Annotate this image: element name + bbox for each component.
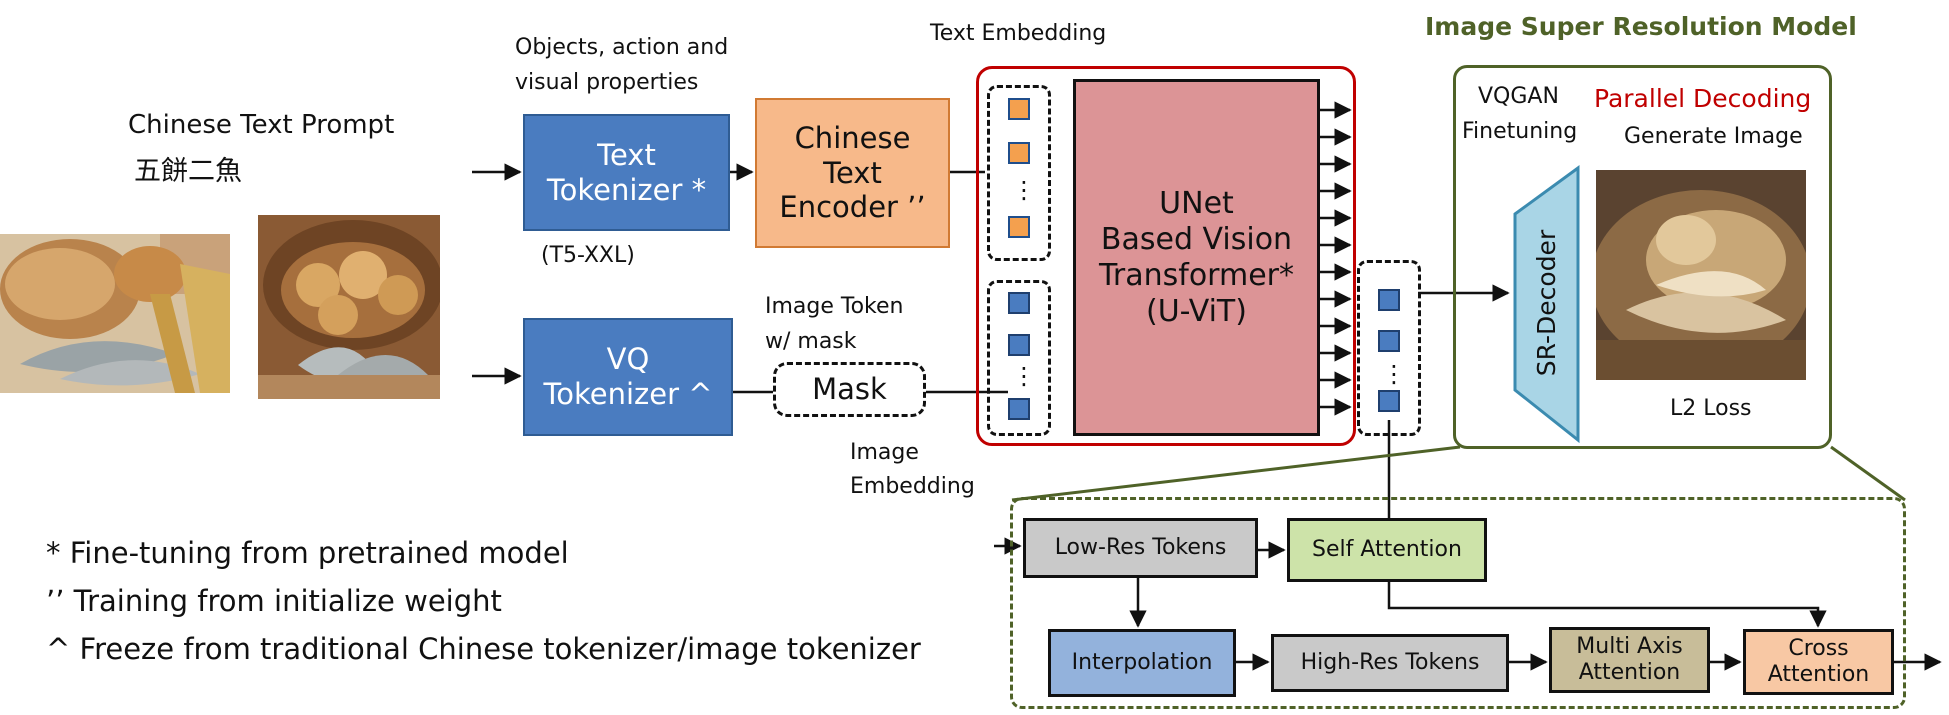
output-token <box>1378 289 1400 311</box>
high-res-tokens-box: High-Res Tokens <box>1271 634 1509 692</box>
image-token-caption-line1: Image Token <box>765 294 904 319</box>
unet-transformer-box: UNet Based Vision Transformer* (U-ViT) <box>1073 79 1320 436</box>
image-token-ellipsis: ⋮ <box>1012 362 1036 390</box>
output-tokens <box>1357 260 1421 436</box>
t5-caption: (T5-XXL) <box>541 243 635 268</box>
generated-image <box>1596 170 1806 380</box>
low-res-tokens-box: Low-Res Tokens <box>1023 518 1258 578</box>
sr-model-title: Image Super Resolution Model <box>1425 12 1857 41</box>
parallel-decoding-caption: Parallel Decoding <box>1594 84 1812 113</box>
unet-frame <box>976 66 1356 446</box>
generate-image-caption: Generate Image <box>1624 124 1803 149</box>
text-token <box>1008 98 1030 120</box>
objects-caption-line1: Objects, action and <box>515 35 729 60</box>
multi-axis-attention-box: Multi Axis Attention <box>1549 627 1710 693</box>
arrow-self-attention-to-cross <box>1387 582 1827 628</box>
image-embedding-caption-line2: Embedding <box>850 474 975 499</box>
image-token <box>1008 292 1030 314</box>
legend-training: ’’ Training from initialize weight <box>46 584 502 618</box>
zoom-line-left <box>1011 445 1461 502</box>
chinese-prompt-text: 五餅二魚 <box>134 156 242 187</box>
zoom-line-right <box>1830 445 1906 502</box>
text-embedding-tokens <box>987 85 1051 261</box>
mask-box: Mask <box>773 362 926 417</box>
legend-freeze: ^ Freeze from traditional Chinese tokeni… <box>46 632 921 666</box>
sr-decoder-label: SR-Decoder <box>1532 229 1561 377</box>
text-token <box>1008 142 1030 164</box>
chinese-text-encoder-box: Chinese Text Encoder ’’ <box>755 98 950 248</box>
image-token <box>1008 398 1030 420</box>
objects-caption-line2: visual properties <box>515 70 699 95</box>
vqgan-caption-line2: Finetuning <box>1462 119 1578 144</box>
l2-loss-caption: L2 Loss <box>1670 396 1752 421</box>
image-embedding-tokens <box>987 280 1051 436</box>
output-token <box>1378 390 1400 412</box>
output-token-ellipsis: ⋮ <box>1382 360 1406 388</box>
chinese-prompt-title: Chinese Text Prompt <box>128 110 395 140</box>
image-embedding-caption-line1: Image <box>850 440 919 465</box>
sr-model-frame <box>1453 65 1832 449</box>
text-token-ellipsis: ⋮ <box>1012 176 1036 204</box>
output-token <box>1378 330 1400 352</box>
sr-decoder-shape <box>1513 165 1580 444</box>
bread-fish-photo-2 <box>258 215 440 399</box>
bread-fish-photo-1 <box>0 234 230 393</box>
legend-fine-tuning: * Fine-tuning from pretrained model <box>46 536 569 570</box>
text-tokenizer-box: Text Tokenizer * <box>523 114 730 231</box>
self-attention-box: Self Attention <box>1287 518 1487 582</box>
interpolation-box: Interpolation <box>1048 629 1236 697</box>
text-token <box>1008 216 1030 238</box>
image-token <box>1008 334 1030 356</box>
cross-attention-box: Cross Attention <box>1743 629 1894 695</box>
vq-tokenizer-box: VQ Tokenizer ^ <box>523 318 733 436</box>
sr-detail-frame <box>1010 497 1906 709</box>
image-token-caption-line2: w/ mask <box>765 329 857 354</box>
vqgan-caption-line1: VQGAN <box>1478 84 1559 109</box>
text-embedding-caption: Text Embedding <box>930 21 1107 46</box>
